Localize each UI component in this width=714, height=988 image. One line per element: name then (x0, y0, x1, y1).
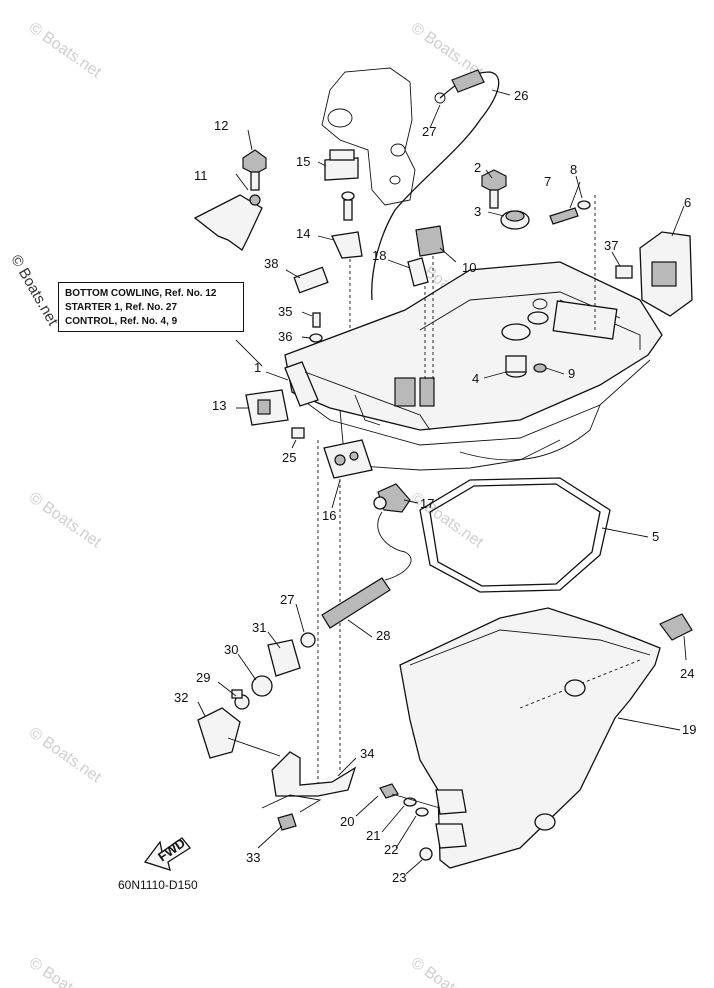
part-5-seal (419, 477, 611, 593)
callout-33: 33 (246, 850, 260, 865)
callout-26: 26 (514, 88, 528, 103)
callout-21: 21 (366, 828, 380, 843)
cable-26 (371, 69, 500, 301)
part-13-grommet (245, 389, 373, 479)
callout-36: 36 (278, 329, 292, 344)
callout-15: 15 (296, 154, 310, 169)
reference-note-box: BOTTOM COWLING, Ref. No. 12 STARTER 1, R… (58, 282, 244, 332)
fwd-arrow: FWD (143, 835, 191, 871)
callout-38: 38 (264, 256, 278, 271)
callout-5: 5 (652, 529, 659, 544)
callout-13: 13 (212, 398, 226, 413)
part-4-collar (505, 355, 547, 378)
callout-leaders (197, 89, 687, 875)
callout-34: 34 (360, 746, 374, 761)
callout-23: 23 (392, 870, 406, 885)
note-line-1: BOTTOM COWLING, Ref. No. 12 (65, 288, 217, 299)
watermark: © Boats.net (408, 954, 487, 988)
callout-12: 12 (214, 118, 228, 133)
callout-14: 14 (296, 226, 310, 241)
callout-numbers: 1 2 3 4 5 6 7 8 9 10 11 12 13 14 15 16 1… (174, 88, 696, 885)
callout-3: 3 (474, 204, 481, 219)
callout-1: 1 (254, 360, 261, 375)
part-11-bracket (193, 149, 267, 251)
note-line-2: STARTER 1, Ref. No. 27 (65, 302, 178, 313)
diagram-code: 60N1110-D150 (118, 878, 198, 892)
watermark: © Boats.net (26, 954, 105, 988)
callout-4: 4 (472, 371, 479, 386)
callout-27-lower: 27 (280, 592, 294, 607)
callout-27: 27 (422, 124, 436, 139)
labels-small-parts (293, 265, 633, 343)
bottom-cowling (284, 261, 663, 471)
watermark: © Boats.net (26, 724, 105, 786)
callout-8: 8 (570, 162, 577, 177)
part-34-bracket (261, 751, 357, 831)
parts-29-32 (197, 639, 301, 759)
part-19-cover (399, 607, 693, 869)
parts-20-23 (379, 783, 441, 861)
callout-32: 32 (174, 690, 188, 705)
callout-31: 31 (252, 620, 266, 635)
part-10-plug (407, 225, 445, 287)
callout-25: 25 (282, 450, 296, 465)
watermark: © Boats.net (26, 19, 105, 81)
callout-18: 18 (372, 248, 386, 263)
callout-6: 6 (684, 195, 691, 210)
note-line-3: CONTROL, Ref. No. 4, 9 (65, 316, 178, 327)
callout-17: 17 (420, 496, 434, 511)
part-15-clip (324, 149, 363, 259)
callout-16: 16 (322, 508, 336, 523)
callout-20: 20 (340, 814, 354, 829)
callout-37: 37 (604, 238, 618, 253)
callout-29: 29 (196, 670, 210, 685)
callout-22: 22 (384, 842, 398, 857)
callout-10: 10 (462, 260, 476, 275)
part-17-fitting (373, 483, 411, 513)
callout-11: 11 (194, 168, 208, 183)
callout-7: 7 (544, 174, 551, 189)
engine-bracket (321, 67, 416, 206)
part-6-bracket (639, 231, 693, 317)
part-28-cable (300, 511, 412, 648)
watermark: © Boats.net (26, 489, 105, 551)
small-parts-top (481, 169, 591, 230)
callout-28: 28 (376, 628, 390, 643)
callout-30: 30 (224, 642, 238, 657)
callout-9: 9 (568, 366, 575, 381)
callout-35: 35 (278, 304, 292, 319)
callout-24: 24 (680, 666, 694, 681)
callout-2: 2 (474, 160, 481, 175)
callout-19: 19 (682, 722, 696, 737)
